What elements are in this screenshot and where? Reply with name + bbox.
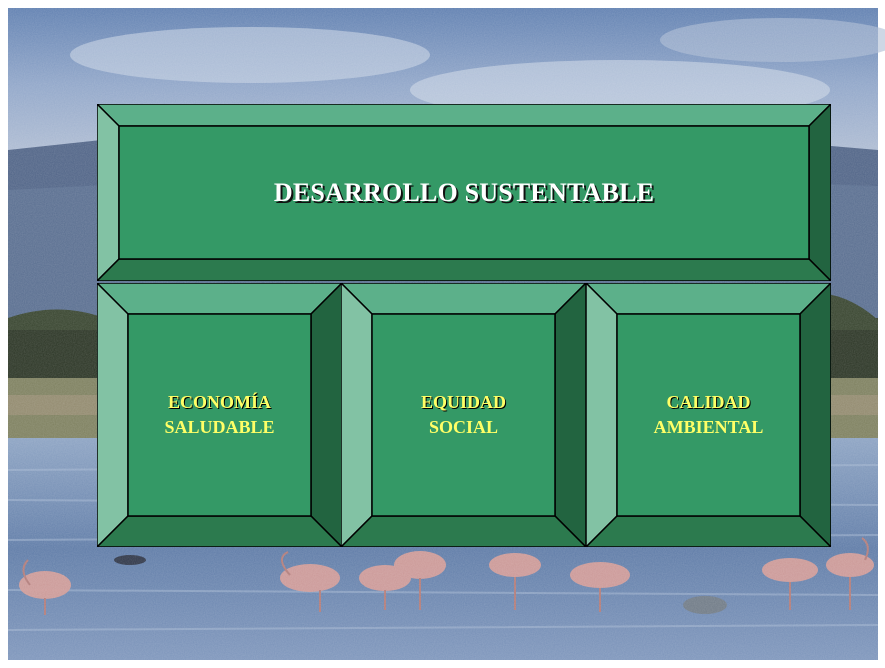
- title-bevel-shape: [97, 104, 831, 281]
- pillar-bevel-shape: [97, 283, 342, 547]
- pillar-box-economia: ECONOMÍA SALUDABLE: [97, 283, 342, 547]
- pillar-line1: EQUIDAD: [420, 392, 506, 412]
- pillar-box-calidad: CALIDAD AMBIENTAL: [586, 283, 831, 547]
- pillar-label: ECONOMÍA SALUDABLE: [128, 314, 311, 516]
- pillar-label: EQUIDAD SOCIAL: [372, 314, 555, 516]
- pillar-bevel-shape: [341, 283, 586, 547]
- pillar-label: CALIDAD AMBIENTAL: [617, 314, 800, 516]
- pillar-line1: CALIDAD: [666, 392, 751, 412]
- pillar-line2: SOCIAL: [428, 417, 499, 437]
- pillar-line2: SALUDABLE: [164, 417, 275, 437]
- pillar-box-equidad: EQUIDAD SOCIAL: [341, 283, 586, 547]
- pillar-line1: ECONOMÍA: [168, 392, 271, 412]
- pillar-line2: AMBIENTAL: [653, 417, 764, 437]
- title-box: DESARROLLO SUSTENTABLE: [97, 104, 831, 281]
- diagram-title: DESARROLLO SUSTENTABLE: [273, 177, 655, 207]
- pillar-bevel-shape: [586, 283, 831, 547]
